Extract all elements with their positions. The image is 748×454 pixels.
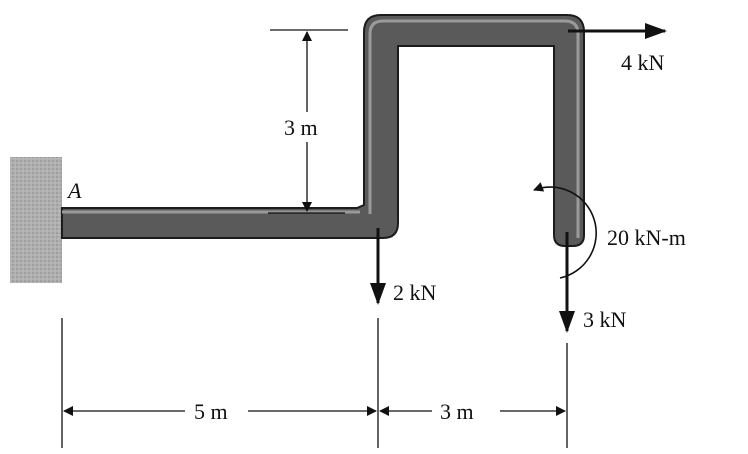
moment-arrow xyxy=(533,182,597,279)
force-label-down-end: 3 kN xyxy=(583,307,627,332)
dim-label-span-right: 3 m xyxy=(440,399,474,424)
frame-member-highlight xyxy=(62,19,580,238)
fixed-wall-support xyxy=(10,157,62,283)
force-label-right: 4 kN xyxy=(621,50,665,75)
frame-member xyxy=(61,14,585,247)
moment-label: 20 kN-m xyxy=(607,225,686,250)
dim-label-height: 3 m xyxy=(284,115,318,140)
point-label-a: A xyxy=(66,178,82,203)
dim-label-span-left: 5 m xyxy=(194,399,228,424)
force-label-down-mid: 2 kN xyxy=(393,280,437,305)
